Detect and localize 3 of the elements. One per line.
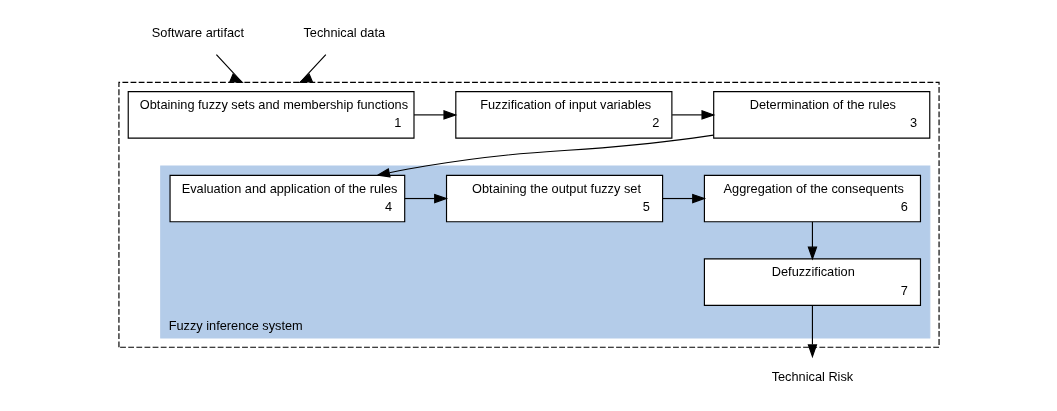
node-text: Software artifact bbox=[151, 24, 244, 40]
node-text: Technical Risk bbox=[771, 368, 853, 384]
node-text: Technical data bbox=[302, 24, 385, 40]
